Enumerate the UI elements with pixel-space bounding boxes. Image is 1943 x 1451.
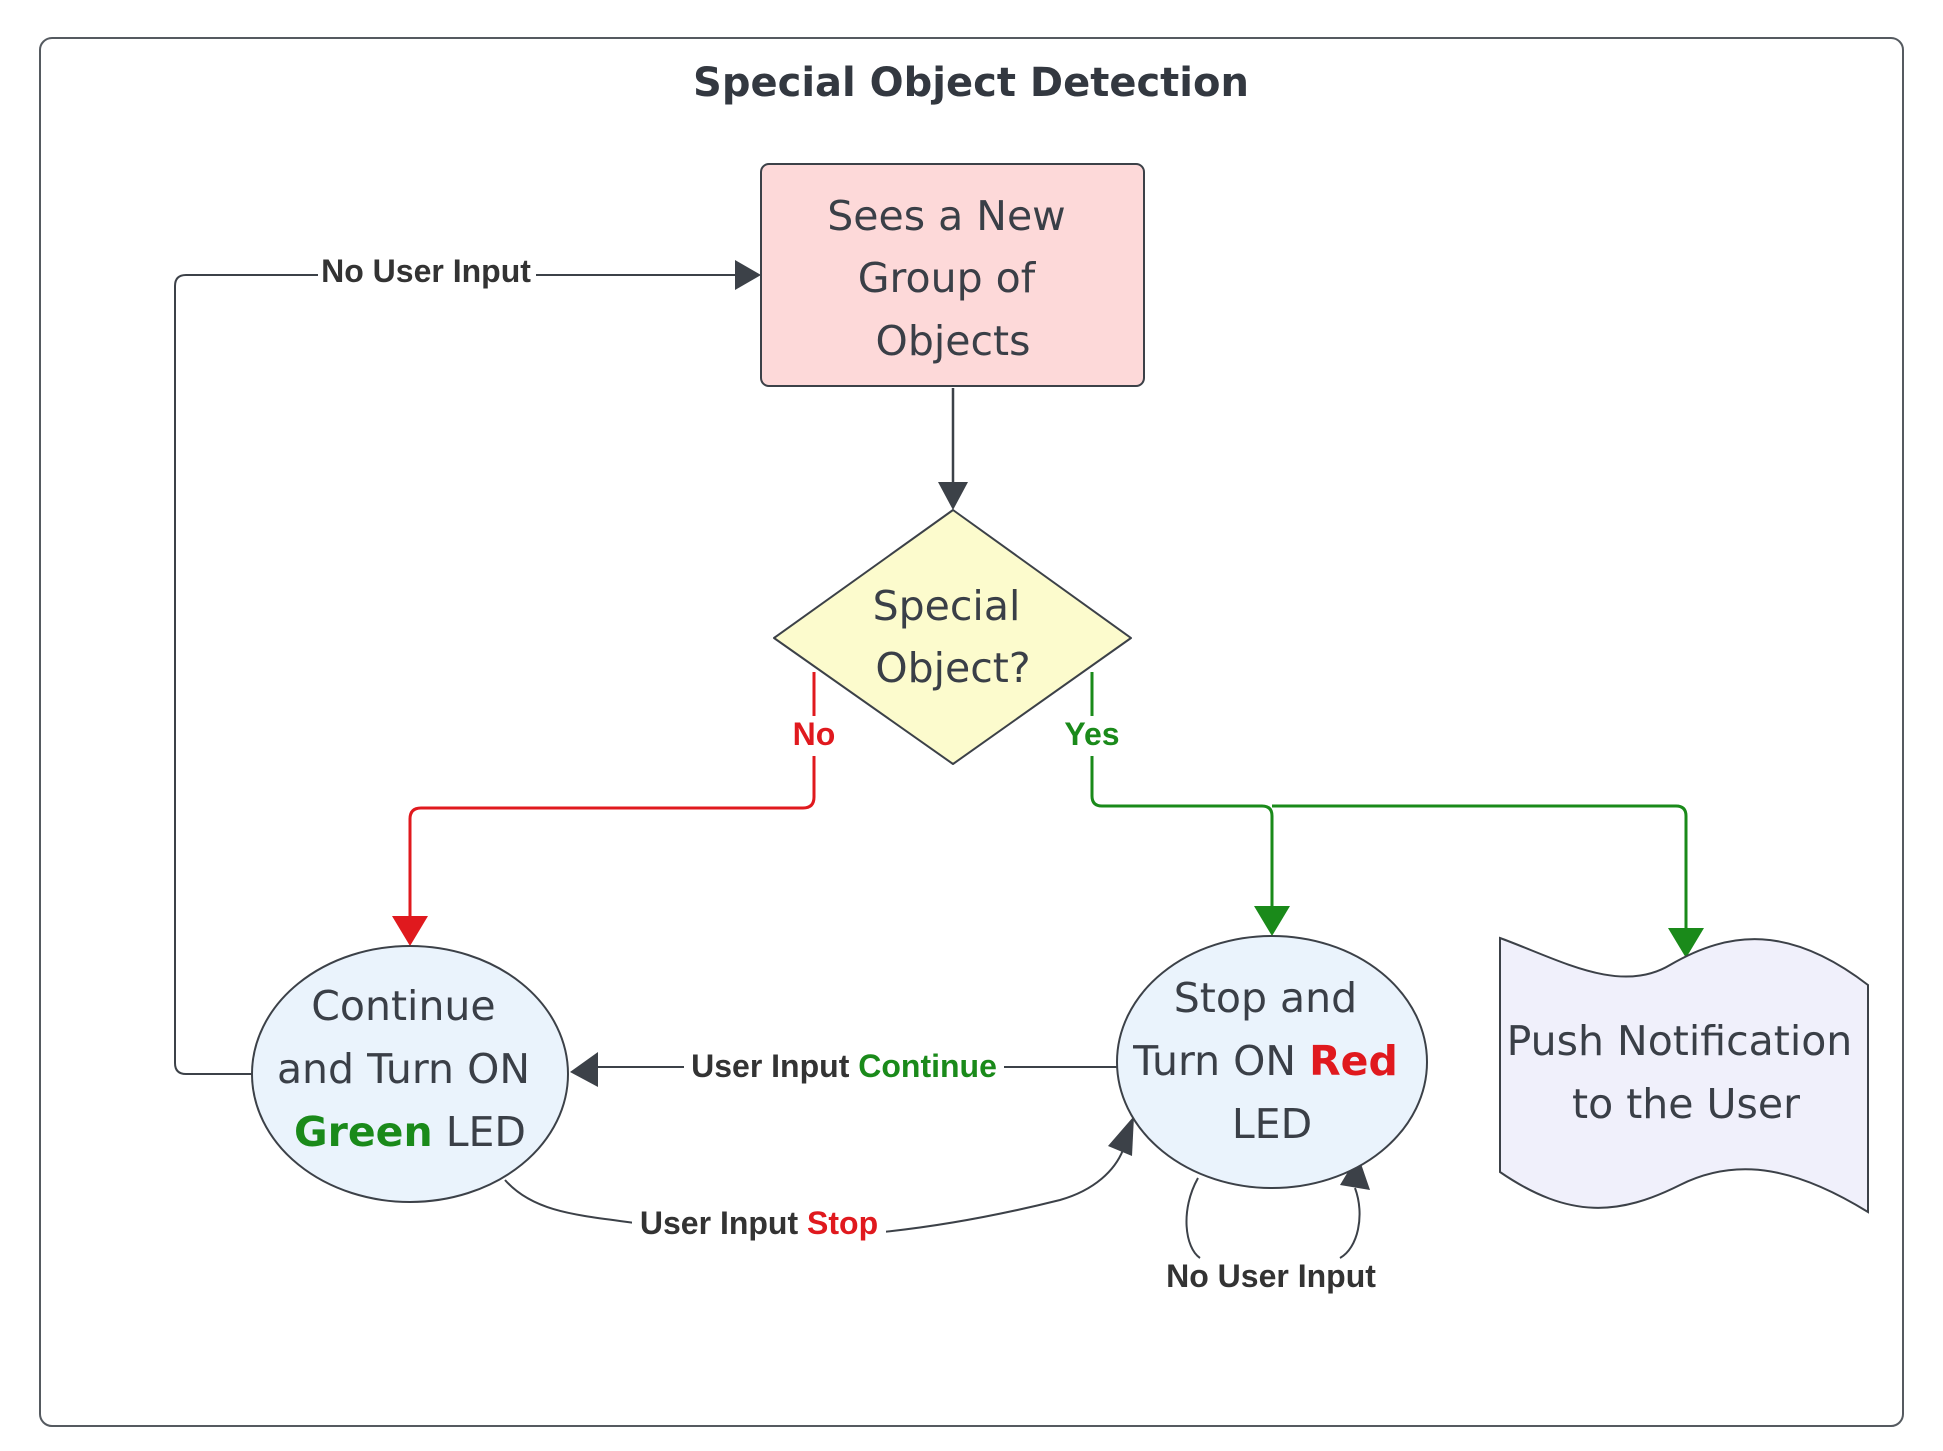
notification-line-1: Push Notification [1507, 1017, 1853, 1065]
svg-text:Continue and Turn ON: Continue and Turn ON Green LED [277, 982, 543, 1156]
edge-decision-no: No [392, 672, 840, 946]
edge-stop-self-loop: No User Input [1166, 1155, 1376, 1294]
stop-line-2: Turn ON Red [1132, 1037, 1398, 1085]
decision-line-1: Special [873, 582, 1021, 630]
svg-text:Sees a New Group of: Sees a New Group of Objects [827, 192, 1079, 365]
continue-line-2: and Turn ON [277, 1045, 530, 1093]
self-loop-label: No User Input [1166, 1258, 1376, 1294]
stop-edge-label: User Input Stop [640, 1205, 878, 1241]
edge-loop-back-to-start: No User Input [174, 253, 761, 1075]
stop-line-1: Stop and [1174, 974, 1357, 1022]
diagram-title: Special Object Detection [693, 60, 1249, 106]
node-continue: Continue and Turn ON Green LED [251, 945, 569, 1203]
loop-back-label: No User Input [321, 253, 531, 289]
edge-start-to-decision [938, 388, 968, 510]
continue-line-3: Green LED [294, 1108, 526, 1156]
svg-text:Special Object?: Special Object? [873, 582, 1034, 692]
continue-edge-label: User Input Continue [691, 1048, 997, 1084]
no-label: No [793, 716, 836, 752]
edge-continue-to-stop: User Input Stop [504, 1116, 1134, 1245]
node-stop: Stop and Turn ON Red LED [1116, 935, 1428, 1189]
stop-line-3: LED [1232, 1100, 1312, 1148]
start-line-1: Sees a New [827, 192, 1065, 240]
node-decision: Special Object? [773, 509, 1132, 765]
svg-text:Push Notification to the: Push Notification to the User [1507, 1017, 1866, 1128]
edge-stop-to-continue: User Input Continue [570, 1048, 1118, 1088]
continue-line-1: Continue [311, 982, 495, 1030]
node-notification: Push Notification to the User [1499, 936, 1869, 1214]
edge-decision-yes: Yes [1058, 672, 1704, 958]
yes-label: Yes [1064, 716, 1119, 752]
start-line-2: Group of [858, 254, 1037, 302]
notification-line-2: to the User [1572, 1080, 1800, 1128]
decision-line-2: Object? [875, 644, 1030, 692]
start-line-3: Objects [876, 317, 1031, 365]
svg-text:Stop and Turn ON Red: Stop and Turn ON Red LED [1132, 974, 1411, 1148]
node-start: Sees a New Group of Objects [760, 163, 1145, 387]
